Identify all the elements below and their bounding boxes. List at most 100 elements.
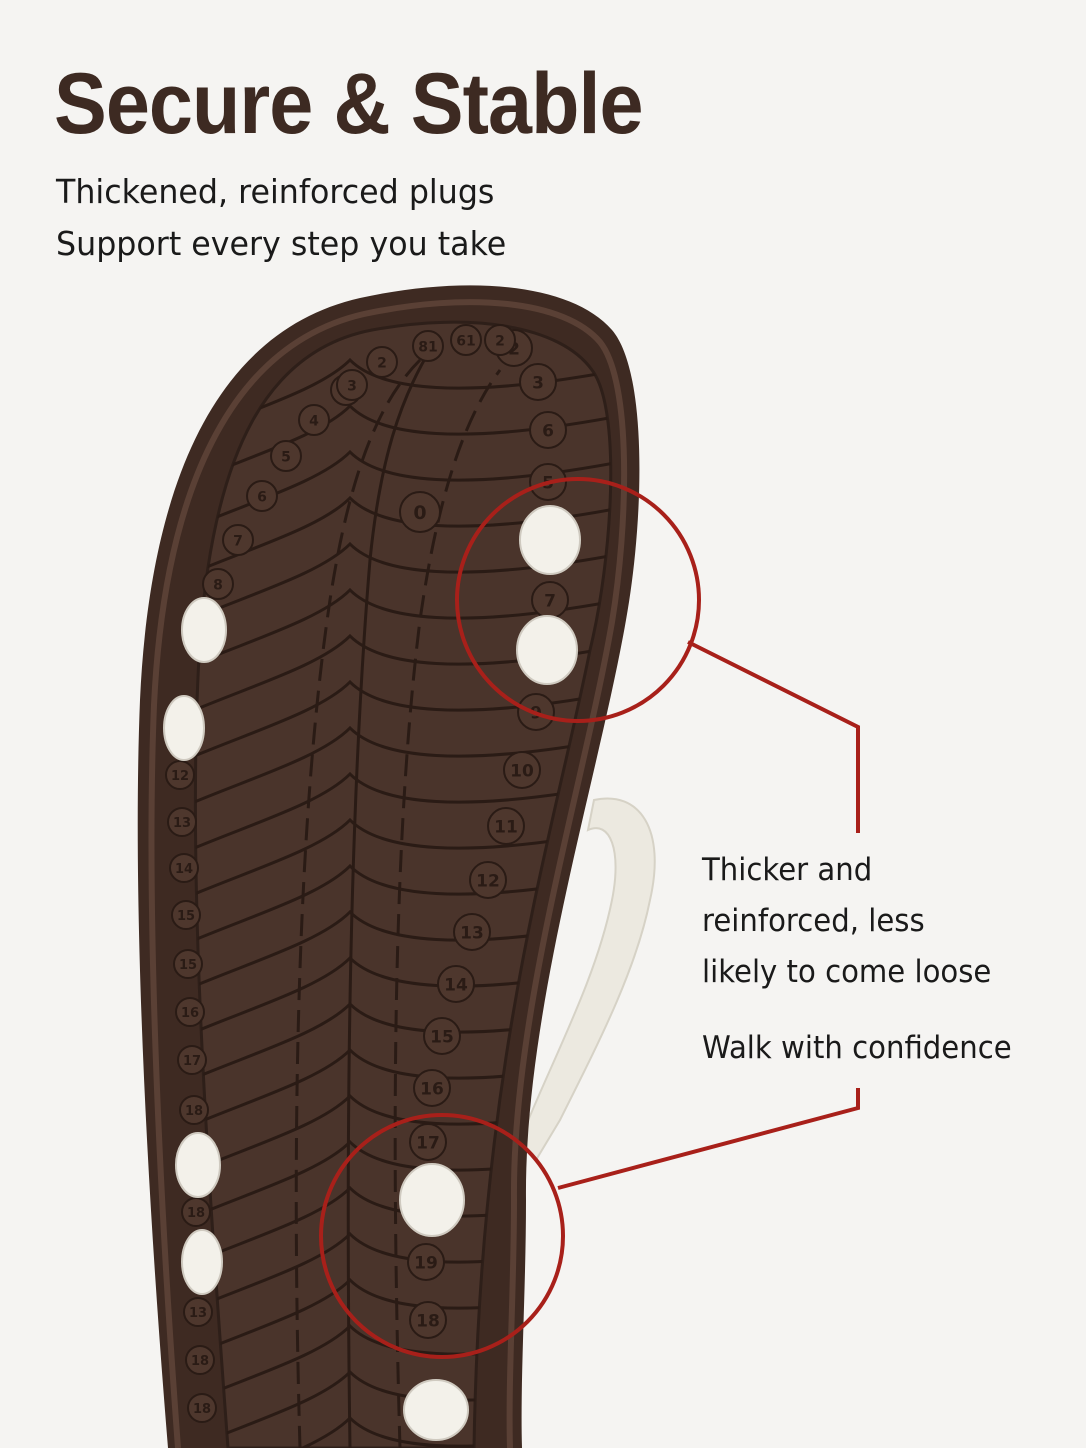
sole-number-bubble: 18 (185, 1345, 215, 1375)
sole-number-bubble: 13 (453, 913, 491, 951)
sole-number-label: 18 (416, 1311, 440, 1331)
sole-number-bubble: 61 (450, 324, 482, 356)
plug (399, 1163, 465, 1237)
plug (163, 695, 205, 761)
tread-chevron (195, 771, 611, 856)
sole-number-label: 2 (508, 339, 520, 359)
sole-number-label: 81 (418, 339, 437, 355)
sole-number-label: 8 (213, 577, 223, 593)
sole-number-bubble: 12 (165, 760, 195, 790)
sole-number-bubble: 16 (413, 1069, 451, 1107)
sole-number-bubble: 81 (412, 330, 444, 362)
sole-number-bubble: 18 (181, 1197, 211, 1227)
sole-number-label: 18 (187, 1206, 205, 1221)
sole-number-label: 16 (181, 1006, 199, 1021)
callout-line-4: Walk with confidence (702, 1030, 1012, 1066)
sole-number-label: 12 (171, 769, 189, 784)
callout-graphics (319, 477, 860, 1359)
sole-number-bubble: 17 (409, 1123, 447, 1161)
sole-number-label: 15 (430, 1027, 454, 1047)
sole-number-label: 17 (183, 1054, 201, 1069)
sole-number-label: 17 (416, 1133, 440, 1153)
sole-number-label: 18 (191, 1354, 209, 1369)
sole-number-bubble: 6 (529, 411, 567, 449)
sole-number-label: 3 (532, 373, 544, 393)
sole-number-label: 14 (444, 975, 468, 995)
tread-chevron (195, 633, 611, 718)
sole-number-bubble: 15 (423, 1017, 461, 1055)
sole-number-bubble: 3 (519, 363, 557, 401)
callout-line-3: likely to come loose (702, 954, 992, 990)
sole-number-bubble: 5 (270, 440, 302, 472)
plug (181, 1229, 223, 1295)
sole-number-label: 7 (544, 591, 556, 611)
callout-line-1: Thicker and (702, 852, 873, 888)
plug (519, 505, 581, 575)
sole-number-label: 61 (456, 333, 475, 349)
sole-number-bubble: 12 (469, 861, 507, 899)
callout-line-2: reinforced, less (702, 903, 925, 939)
tread-chevron (195, 817, 611, 902)
sole-number-bubble: 7 (222, 524, 254, 556)
tread-chevron (195, 955, 611, 1040)
sole-number-label: 13 (189, 1306, 207, 1321)
sole-number-label: 2 (377, 355, 387, 371)
sole-number-label: 18 (193, 1402, 211, 1417)
sole-number-bubble: 2 (366, 346, 398, 378)
sole-number-label: 13 (173, 816, 191, 831)
sole-number-bubble: 4 (298, 404, 330, 436)
sole-rim (148, 299, 628, 1448)
sole-number-bubble: 2 (484, 324, 516, 356)
plug (181, 597, 227, 663)
tread-chevron (195, 1001, 611, 1086)
sole-number-label: 7 (233, 533, 243, 549)
sole-number-label: 4 (309, 413, 319, 429)
sole-number-label: 15 (179, 958, 197, 973)
sole-number-bubble: 15 (173, 949, 203, 979)
callout-circle-top (455, 477, 701, 723)
tread-chevron (195, 587, 611, 672)
sole-number-bubble: 14 (437, 965, 475, 1003)
plug (516, 615, 578, 685)
sole-number-label: 15 (177, 909, 195, 924)
subtitle-line-2: Support every step you take (56, 224, 507, 263)
plug (403, 1379, 469, 1441)
sole-number-bubble: 15 (171, 900, 201, 930)
sole-number-label: 14 (175, 862, 193, 877)
sole-number-label: 16 (420, 1079, 444, 1099)
plug (175, 1132, 221, 1198)
callout-leader-top (687, 640, 860, 833)
sole-number-bubble: 13 (167, 807, 197, 837)
sole-number-label: 19 (414, 1253, 438, 1273)
sole-number-label: 3 (347, 378, 357, 394)
tread-chevron (195, 495, 611, 580)
sole-number-label: 11 (494, 817, 518, 837)
callout-leader-bottom (557, 1088, 860, 1190)
sole-number-bubble: 16 (175, 997, 205, 1027)
sole-number-bubble: 7 (531, 581, 569, 619)
sole-number-bubble: 18 (187, 1393, 217, 1423)
sole-number-label: 6 (257, 489, 267, 505)
sole-number-bubble: 18 (409, 1301, 447, 1339)
sole-number-label: 12 (476, 871, 500, 891)
sole-number-bubble: 17 (177, 1045, 207, 1075)
sole-number-bubble: 3 (336, 369, 368, 401)
sole-number-label: 2 (495, 333, 505, 349)
headline: Secure & Stable (54, 56, 644, 152)
tread-chevron (195, 679, 611, 764)
tread-chevron (195, 1047, 611, 1132)
sole-number-bubble: 0 (399, 491, 441, 533)
tread-chevron (195, 725, 611, 810)
sole-number-label: 5 (281, 449, 291, 465)
sole-number-label: 6 (542, 421, 554, 441)
sole-number-bubble: 11 (487, 807, 525, 845)
callout-circle-bottom (319, 1113, 565, 1359)
sole-number-label: 13 (460, 923, 484, 943)
sole-number-label: 10 (510, 761, 534, 781)
tread-chevron (195, 403, 611, 488)
sole-number-bubble: 6 (246, 480, 278, 512)
sole-number-bubble: 8 (202, 568, 234, 600)
reinforced-plugs (163, 505, 581, 1441)
sole-number-label: 0 (413, 502, 426, 524)
